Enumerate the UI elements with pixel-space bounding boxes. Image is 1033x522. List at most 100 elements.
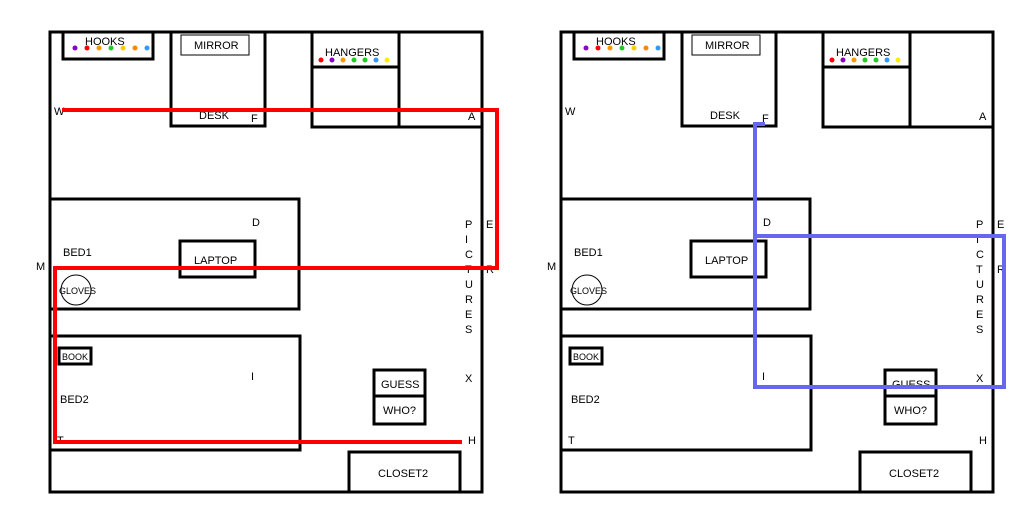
desk-label: DESK [710, 110, 741, 122]
hook-dot [84, 45, 90, 51]
hook-dot [840, 57, 846, 63]
point-x: X [465, 373, 473, 385]
hook-dot [643, 45, 649, 51]
hook-dot [132, 45, 138, 51]
laptop-label: LAPTOP [705, 255, 748, 267]
point-h: H [979, 435, 987, 447]
pictures-letter: I [976, 234, 979, 246]
hook-dot [619, 45, 625, 51]
hook-dot [884, 57, 890, 63]
hook-dot [373, 57, 379, 63]
hook-dot [384, 57, 390, 63]
hangers-label: HANGERS [836, 47, 890, 59]
closet2 [858, 450, 973, 494]
point-f: F [251, 113, 258, 125]
point-t: T [568, 435, 575, 447]
point-i: I [251, 371, 254, 383]
hook-dot [120, 45, 126, 51]
book [57, 346, 93, 366]
hook-dot [862, 57, 868, 63]
hook-dot [72, 45, 78, 51]
closet2-label: CLOSET2 [889, 468, 939, 480]
pictures-letter: T [976, 264, 983, 276]
bed1-label: BED1 [574, 247, 603, 259]
route-path [753, 122, 1006, 389]
hooks-label: HOOKS [596, 36, 636, 48]
hook-dot [362, 57, 368, 63]
pictures-letter: S [976, 324, 983, 336]
hanger-dots [318, 57, 390, 63]
bed2-label: BED2 [60, 394, 89, 406]
point-d: D [252, 217, 260, 229]
point-h: H [468, 435, 476, 447]
point-e: E [486, 219, 493, 231]
gloves [571, 274, 603, 306]
point-e: E [997, 219, 1004, 231]
hook-dot [351, 57, 357, 63]
pictures-letter: E [976, 309, 983, 321]
bed1-label: BED1 [63, 247, 92, 259]
hook-dot [873, 57, 879, 63]
who-label: WHO? [894, 405, 927, 417]
pictures-letter: U [465, 279, 473, 291]
laptop-label: LAPTOP [194, 255, 237, 267]
route-path [53, 108, 499, 444]
gloves-label: GLOVES [570, 286, 607, 296]
pictures-letter: R [465, 294, 473, 306]
bed2-label: BED2 [571, 394, 600, 406]
hook-dot [108, 45, 114, 51]
laptop [689, 239, 768, 279]
hook-dots [72, 45, 150, 51]
hooks-box [572, 30, 666, 61]
point-i: I [762, 371, 765, 383]
pictures-letter: S [465, 324, 472, 336]
closet2 [347, 450, 462, 494]
mirror-label: MIRROR [705, 40, 750, 52]
point-m: M [547, 261, 556, 273]
pictures-letter: C [976, 249, 984, 261]
pictures-letter: P [465, 219, 472, 231]
book-label: BOOK [573, 352, 599, 362]
book-label: BOOK [62, 352, 88, 362]
hook-dots [583, 45, 661, 51]
point-f: F [762, 113, 769, 125]
pictures-letter: U [976, 279, 984, 291]
point-a: A [468, 111, 476, 123]
hook-dot [895, 57, 901, 63]
bed2 [48, 334, 302, 452]
hook-dot [655, 45, 661, 51]
hook-dot [96, 45, 102, 51]
point-x: X [976, 373, 984, 385]
hook-dot [329, 57, 335, 63]
hook-dot [851, 57, 857, 63]
pictures-letter: E [465, 309, 472, 321]
hook-dot [631, 45, 637, 51]
closet2-label: CLOSET2 [378, 468, 428, 480]
hanger-dots [829, 57, 901, 63]
bed2 [559, 334, 813, 452]
pictures-letter: C [465, 249, 473, 261]
hangers-closet [310, 30, 401, 129]
desk [680, 30, 778, 128]
desk-label: DESK [199, 110, 230, 122]
who-label: WHO? [383, 405, 416, 417]
bed1 [559, 197, 812, 311]
hooks-label: HOOKS [85, 36, 125, 48]
point-r: R [997, 264, 1005, 276]
pictures-letter: P [976, 219, 983, 231]
point-d: D [763, 217, 771, 229]
bed1 [48, 197, 301, 311]
guess-label: GUESS [381, 379, 420, 391]
pictures-letter: I [465, 234, 468, 246]
mirror-label: MIRROR [194, 40, 239, 52]
desk [169, 30, 267, 128]
hangers-label: HANGERS [325, 47, 379, 59]
point-w: W [54, 106, 65, 118]
gloves-label: GLOVES [59, 286, 96, 296]
hook-dot [318, 57, 324, 63]
book [568, 346, 604, 366]
hook-dot [144, 45, 150, 51]
hook-dot [583, 45, 589, 51]
